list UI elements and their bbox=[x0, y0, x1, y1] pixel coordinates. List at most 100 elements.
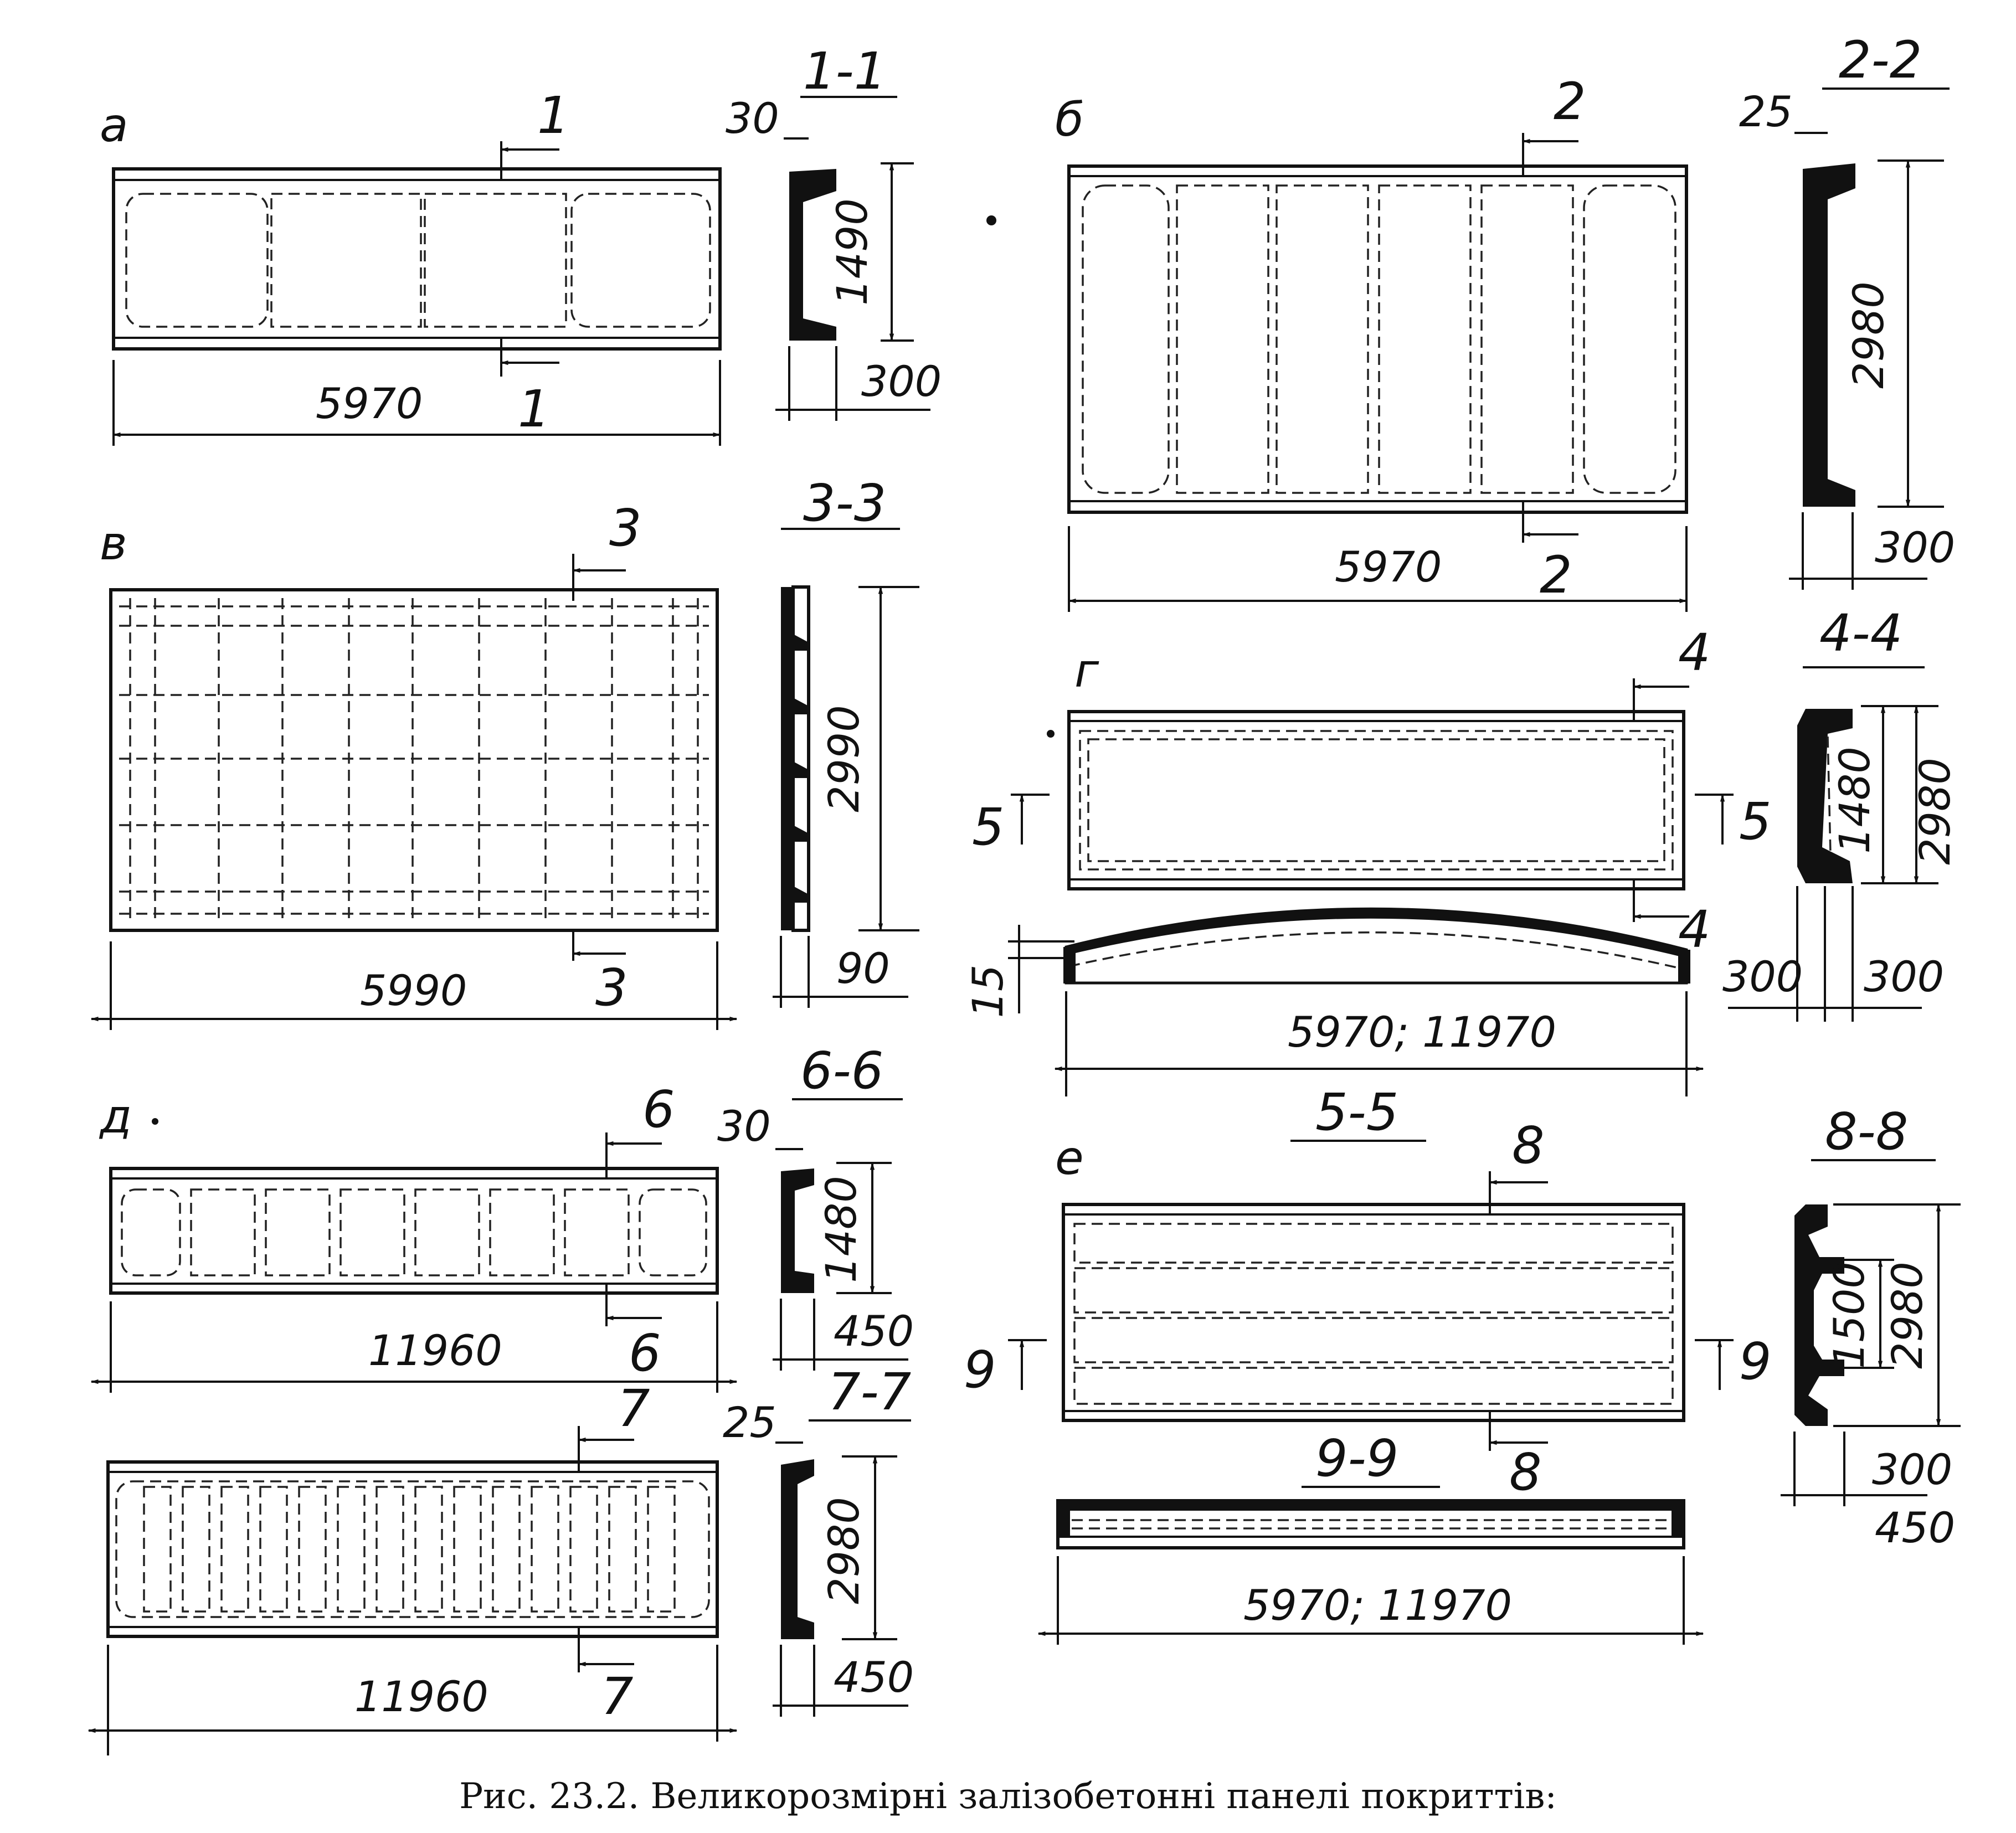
panel-d: д 6 6 11960 6-6 30 1480 450 bbox=[90, 1041, 914, 1393]
panel-v-cut-number: 3 bbox=[609, 498, 642, 558]
section-9-9-title: 9-9 bbox=[1315, 1429, 1398, 1488]
panel-d2-cut-number: 7 bbox=[618, 1379, 650, 1438]
panel-d-cut-number-bottom: 6 bbox=[629, 1324, 661, 1383]
panel-d-letter: д bbox=[99, 1089, 132, 1144]
panel-e: е 8 8 9 9 9-9 5970; 11970 8 bbox=[964, 1102, 1961, 1645]
panel-b-plan bbox=[1067, 164, 1688, 514]
panel-a-cell bbox=[424, 193, 567, 328]
section-8-8-inner-dim: 1500 bbox=[1824, 1262, 1874, 1368]
panel-d-cut-number: 6 bbox=[642, 1080, 675, 1139]
section-3-3-height-dim: 2990 bbox=[819, 705, 868, 812]
panel-b-cell bbox=[1583, 184, 1676, 494]
panel-b-cut-number: 2 bbox=[1554, 72, 1586, 131]
section-7-7-profile bbox=[781, 1459, 814, 1639]
section-4-4-title: 4-4 bbox=[1819, 604, 1902, 663]
section-4-4-total-dim: 2980 bbox=[1910, 758, 1960, 864]
panel-e-cell bbox=[1073, 1223, 1674, 1264]
section-2-2-height-dim: 2980 bbox=[1844, 281, 1893, 388]
section-8-8-profile bbox=[1794, 1204, 1844, 1426]
section-7-7-height-dim: 2980 bbox=[819, 1497, 868, 1604]
panel-g-plan bbox=[1067, 710, 1685, 890]
section-2-2-flange-dim: 25 bbox=[1739, 87, 1793, 136]
section-7-7-flange-dim: 25 bbox=[723, 1398, 776, 1447]
panel-g-side-cut-right: 5 bbox=[1739, 792, 1772, 851]
panel-g-length: 5970; 11970 bbox=[1288, 1007, 1556, 1057]
panel-g-cut-number: 4 bbox=[1678, 623, 1711, 682]
panel-d2-ribs bbox=[143, 1486, 676, 1613]
panel-v-plan bbox=[109, 588, 719, 932]
panel-g-cell bbox=[1079, 730, 1674, 871]
section-1-1-height-dim: 1490 bbox=[827, 198, 877, 305]
figure-caption: Рис. 23.2. Великорозмірні залізобетонні … bbox=[459, 1776, 1557, 1817]
panel-b-cell bbox=[1378, 184, 1472, 494]
section-4-4-profile bbox=[1797, 709, 1853, 883]
section-6-6-title: 6-6 bbox=[800, 1041, 883, 1100]
panel-v-cut-number-bottom: 3 bbox=[595, 958, 628, 1017]
panel-d2-cell bbox=[115, 1480, 710, 1618]
panel-b-cell bbox=[1276, 184, 1369, 494]
panel-b-length: 5970 bbox=[1335, 542, 1442, 591]
section-3-3-slab bbox=[781, 587, 793, 930]
panel-g: г 4 4 5 5 15 5970; 11970 5-5 bbox=[963, 604, 1960, 1142]
section-3-3-width-dim: 90 bbox=[836, 944, 890, 993]
panel-d2: 7 7 11960 7-7 25 2980 450 bbox=[88, 1362, 914, 1755]
section-2-2-title: 2-2 bbox=[1839, 30, 1922, 90]
section-6-6-flange-dim: 30 bbox=[717, 1101, 771, 1151]
panel-b-cell bbox=[1480, 184, 1574, 494]
panel-e-cut-number: 8 bbox=[1512, 1116, 1545, 1175]
section-1-1-width-dim: 300 bbox=[861, 357, 942, 406]
panel-a-cut-number: 1 bbox=[537, 86, 570, 145]
panel-a-cell bbox=[270, 193, 422, 328]
panel-d2-plan bbox=[106, 1460, 719, 1638]
panel-a-cut-number-bottom: 1 bbox=[518, 379, 551, 439]
panel-g-side-cut-left: 5 bbox=[972, 797, 1005, 857]
panel-a-cell bbox=[125, 193, 269, 328]
panel-g-arch-dim: 15 bbox=[963, 965, 1012, 1018]
panel-b-cell bbox=[1176, 184, 1269, 494]
panel-v-rib-grid bbox=[119, 598, 709, 922]
panel-e-side-cut-right: 9 bbox=[1739, 1332, 1772, 1391]
section-1-1-title: 1-1 bbox=[803, 42, 886, 101]
section-6-6-width-dim: 450 bbox=[834, 1306, 914, 1356]
panel-d-length: 11960 bbox=[368, 1326, 502, 1375]
panel-g-elevation bbox=[1064, 907, 1688, 985]
section-7-7-title: 7-7 bbox=[828, 1362, 911, 1422]
section-6-6-profile bbox=[781, 1168, 814, 1293]
section-2-2-width-dim: 300 bbox=[1875, 523, 1955, 572]
panel-e-cell bbox=[1073, 1267, 1674, 1314]
panel-e-cell bbox=[1073, 1317, 1674, 1363]
panel-b-letter: б bbox=[1055, 92, 1084, 147]
panel-e-cut-number-bottom: 8 bbox=[1509, 1443, 1542, 1502]
section-8-8-total-dim: 2980 bbox=[1883, 1262, 1932, 1368]
section-8-8-width-dim: 300 bbox=[1872, 1445, 1952, 1494]
section-3-3-title: 3-3 bbox=[803, 473, 886, 533]
section-2-2-profile bbox=[1803, 163, 1855, 507]
panel-a: а 1 1 5970 1-1 30 1490 300 bbox=[100, 42, 942, 446]
panel-a-length: 5970 bbox=[316, 379, 423, 428]
section-1-1-profile bbox=[789, 169, 836, 341]
panel-v-length: 5990 bbox=[360, 966, 467, 1015]
panel-d-plan bbox=[109, 1167, 719, 1295]
panel-d2-cut-number-bottom: 7 bbox=[601, 1667, 634, 1726]
section-6-6-height-dim: 1480 bbox=[816, 1176, 866, 1283]
panel-a-cell bbox=[570, 193, 711, 328]
section-7-7-width-dim: 450 bbox=[834, 1652, 914, 1702]
section-1-1-flange-dim: 30 bbox=[726, 94, 779, 143]
panel-b-cell bbox=[1082, 184, 1170, 494]
panel-e-letter: е bbox=[1055, 1131, 1084, 1185]
panel-e-side-cut-left: 9 bbox=[964, 1340, 996, 1399]
panel-b-cut-number-bottom: 2 bbox=[1540, 545, 1572, 605]
panel-e-plan bbox=[1062, 1203, 1685, 1422]
section-4-4-height-dim: 1480 bbox=[1830, 746, 1879, 853]
panel-e-cell bbox=[1073, 1367, 1674, 1405]
panel-d2-length: 11960 bbox=[354, 1672, 488, 1721]
panel-g-letter: г bbox=[1074, 643, 1099, 698]
panel-b: б 2 2 5970 2-2 25 2980 300 bbox=[986, 30, 1955, 612]
panel-a-letter: а bbox=[100, 98, 128, 152]
section-8-8-width2-dim: 450 bbox=[1875, 1503, 1955, 1552]
section-4-4-right-dim: 300 bbox=[1864, 952, 1944, 1001]
section-5-5-title: 5-5 bbox=[1315, 1083, 1398, 1142]
section-8-8-title: 8-8 bbox=[1825, 1102, 1908, 1161]
panel-v-letter: в bbox=[100, 516, 127, 570]
